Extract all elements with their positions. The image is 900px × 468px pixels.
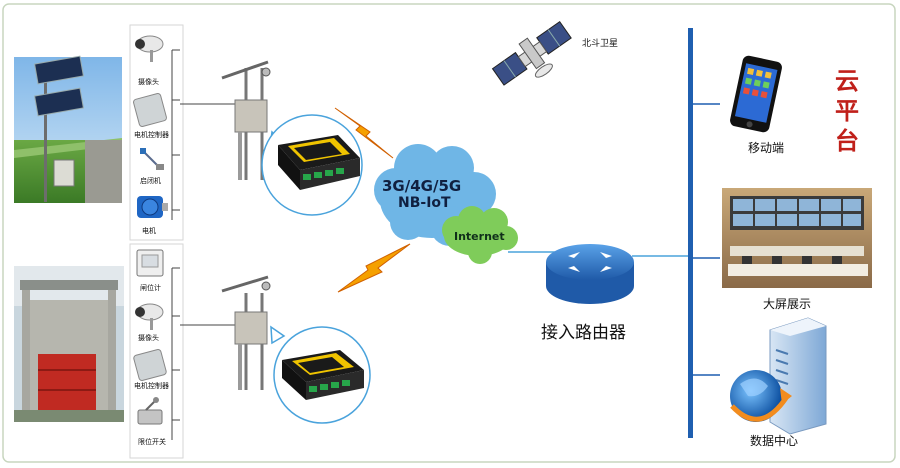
control-room-photo	[722, 188, 872, 288]
gateway1-bubble	[261, 114, 363, 216]
site1-device-label-camera: 摄像头	[138, 78, 159, 86]
site2-device-label-camera: 摄像头	[138, 334, 159, 342]
hoist-icon	[140, 148, 164, 170]
site2-device-label-limit-switch: 限位开关	[138, 438, 166, 446]
network-label-3g4g5g: 3G/4G/5G	[382, 177, 462, 195]
router-label: 接入路由器	[541, 323, 626, 343]
limit-switch-icon	[137, 397, 163, 425]
camera-icon	[135, 35, 164, 62]
site2-pole	[221, 275, 271, 390]
site1-device-column	[129, 24, 235, 241]
data-center-icon	[730, 317, 827, 435]
camera-icon-2	[135, 303, 164, 330]
site1-device-label-motor: 电机	[142, 227, 156, 235]
motor-controller-icon	[133, 93, 167, 127]
big-screen-label: 大屏展示	[763, 297, 812, 311]
site2-device-label-motor-controller: 电机控制器	[134, 382, 169, 390]
lightning-icon-1	[334, 107, 394, 159]
gateway2-bubble	[270, 325, 371, 424]
cloud-platform-label: 云平台	[835, 67, 859, 155]
backbone-line	[688, 28, 693, 438]
satellite-icon	[491, 20, 572, 86]
lightning-icon-2	[337, 243, 411, 293]
site1-device-label-hoist: 启闭机	[140, 177, 161, 185]
motor-controller-icon-2	[133, 348, 167, 382]
internet-label: Internet	[454, 230, 505, 243]
mobile-label: 移动端	[748, 141, 785, 155]
network-label-nbiot: NB-IoT	[398, 195, 451, 211]
site2-photo	[14, 266, 124, 422]
site2-device-column	[129, 243, 235, 459]
internet-cloud	[442, 206, 518, 264]
site1-device-label-motor-controller: 电机控制器	[134, 131, 169, 139]
motor-icon	[137, 196, 168, 218]
data-center-label: 数据中心	[750, 434, 799, 448]
satellite-label: 北斗卫星	[582, 39, 619, 49]
mobile-phone-icon	[730, 55, 782, 133]
gauge-icon	[136, 249, 164, 277]
site2-device-label-gauge: 闸位计	[140, 284, 161, 292]
router-icon	[546, 244, 634, 304]
site1-photo	[14, 55, 122, 203]
